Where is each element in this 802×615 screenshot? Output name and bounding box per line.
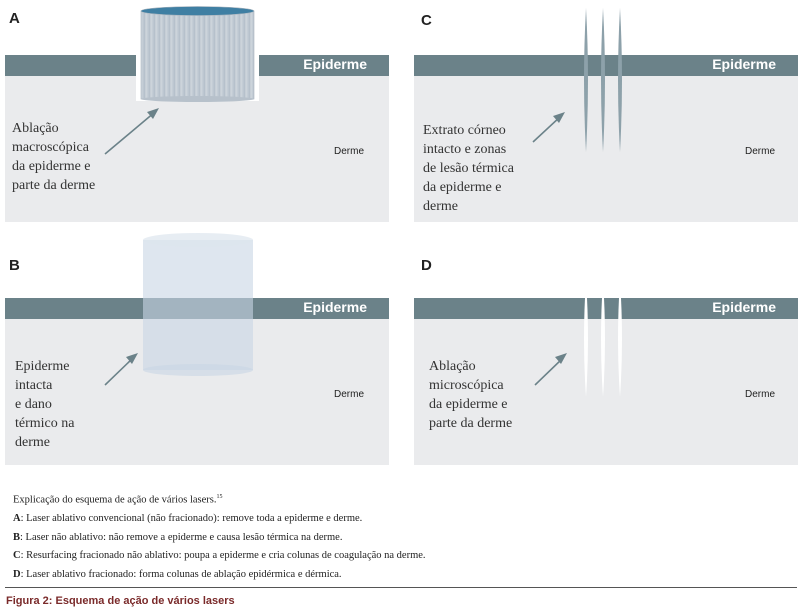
derme-label: Derme bbox=[334, 146, 365, 157]
ablation-columns-illustration bbox=[534, 280, 622, 397]
caption-intro: Explicação do esquema de ação de vários … bbox=[13, 494, 223, 506]
epiderme-label: Epiderme bbox=[303, 56, 367, 72]
panel-description: Ablação macroscópica da epiderme e parte… bbox=[12, 121, 96, 193]
panel-description: Epiderme intacta e dano térmico na derme bbox=[15, 359, 75, 450]
epiderme-label: Epiderme bbox=[712, 56, 776, 72]
epiderme-layer: Epiderme bbox=[414, 55, 798, 76]
panel-a: A Epiderme Derme Ablação macroscópica da bbox=[5, 2, 405, 242]
skin-section: Epiderme Derme bbox=[414, 55, 798, 222]
derme-label: Derme bbox=[334, 389, 365, 400]
derme-label: Derme bbox=[745, 389, 776, 400]
panel-letter: C bbox=[421, 12, 432, 29]
thermal-cylinder-illustration bbox=[104, 233, 253, 386]
epiderme-label: Epiderme bbox=[712, 299, 776, 315]
epiderme-layer: Epiderme bbox=[414, 298, 798, 319]
caption-item-c: C: Resurfacing fracionado não ablativo: … bbox=[13, 550, 426, 561]
figure-title: Figura 2: Esquema de ação de vários lase… bbox=[6, 595, 235, 607]
skin-section: Epiderme Derme bbox=[414, 298, 798, 465]
epiderme-label: Epiderme bbox=[303, 299, 367, 315]
coagulation-columns-illustration bbox=[532, 8, 622, 152]
reference-number: 15 bbox=[216, 494, 223, 500]
panel-description: Ablação microscópica da epiderme e parte… bbox=[429, 359, 513, 431]
derme-layer: Derme bbox=[414, 76, 798, 222]
panel-c: C Epiderme Derme Extrato córneo intacto … bbox=[414, 2, 802, 242]
caption-item-b: B: Laser não ablativo: não remove a epid… bbox=[13, 531, 343, 543]
ablation-cylinder-illustration bbox=[104, 6, 259, 155]
panel-letter: A bbox=[9, 10, 20, 27]
divider bbox=[5, 587, 797, 588]
panel-description: Extrato córneo intacto e zonas de lesão … bbox=[423, 123, 514, 214]
panel-letter: D bbox=[421, 257, 432, 274]
panel-b: B Epiderme Derme Epiderme intacta e dano… bbox=[5, 233, 405, 485]
caption-item-a: A: Laser ablativo convencional (não frac… bbox=[13, 513, 363, 524]
caption-item-d: D: Laser ablativo fracionado: forma colu… bbox=[13, 568, 342, 580]
derme-layer: Derme bbox=[414, 319, 798, 465]
panel-letter: B bbox=[9, 257, 20, 274]
figure-caption: Explicação do esquema de ação de vários … bbox=[13, 488, 793, 584]
skin-section: Epiderme Derme bbox=[5, 55, 389, 222]
derme-label: Derme bbox=[745, 146, 776, 157]
panel-d: D Epiderme Derme Ablação microscópica da… bbox=[414, 245, 802, 485]
